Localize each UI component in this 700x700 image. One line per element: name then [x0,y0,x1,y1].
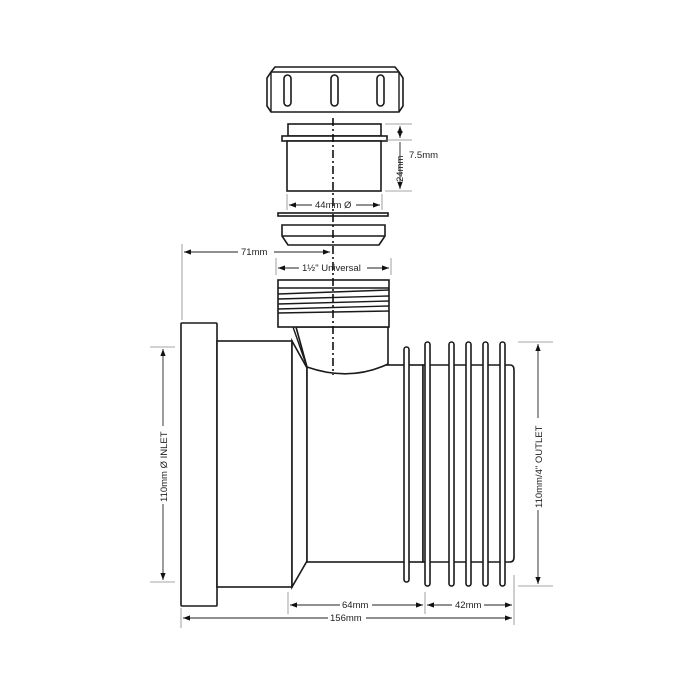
compression-nut [266,66,404,113]
outlet-length-label: 42mm [455,600,481,611]
collar-height-label: 7.5mm [409,150,438,161]
body-length-label: 64mm [342,600,368,611]
overall-length-label: 156mm [330,613,362,624]
inlet-label: 110mm Ø INLET [159,431,170,502]
fitting-height-label: 24mm [395,156,406,182]
pan-connector-body [180,279,515,607]
outlet-label: 110mm/4" OUTLET [534,425,545,508]
adaptor-fitting [281,123,388,192]
offset-label: 71mm [241,247,267,258]
thread-label: 1½" Universal [302,263,361,274]
